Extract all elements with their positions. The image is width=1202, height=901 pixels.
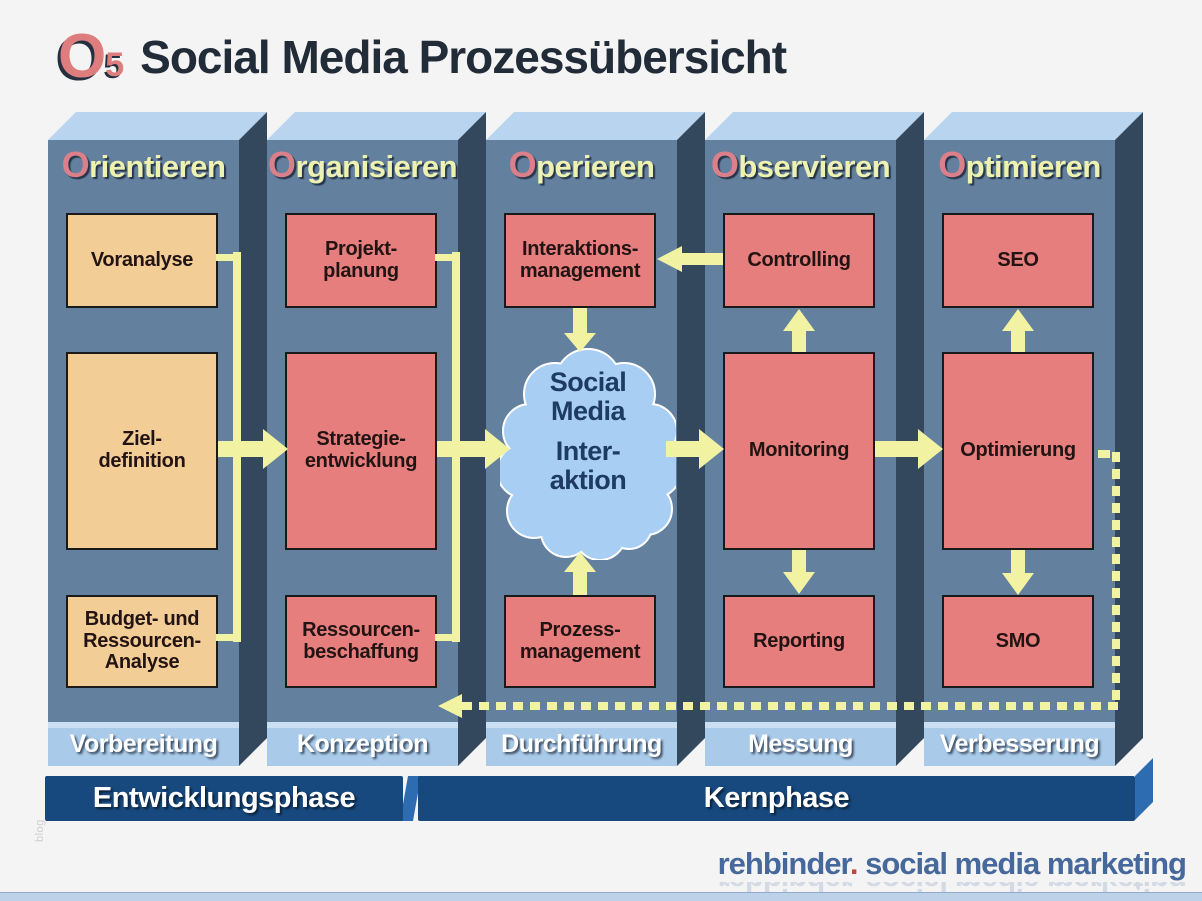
header-rest: perieren [536,149,655,184]
bar-kernphase: Kernphase [418,776,1135,821]
logo-o-icon: O [58,22,106,91]
arrow-monitoring-to-optimierung-shaft [875,441,919,457]
box-voranalyse: Voranalyse [66,213,218,308]
arrow-monitoring-to-controlling-shaft [792,330,806,352]
feedback-loop-stub [1098,450,1110,458]
box-strategieentwicklung: Strategie- entwicklung [285,352,437,550]
brand-dot: . [849,846,859,881]
column-header: Optimieren [924,144,1115,186]
cloud-icon [496,348,682,561]
kernphase-side-accent [1135,758,1153,820]
arrow-ziel-to-strategie-shaft [218,441,264,457]
column-front-face: Orientieren Voranalyse Ziel- definition … [48,140,239,766]
box-projektplanung: Projekt- planung [285,213,437,308]
column-optimieren: Optimieren SEO Optimierung SMO Verbesser… [924,112,1143,766]
box-interaktionsmanagement: Interaktions- management [504,213,656,308]
column-side-face [239,112,267,766]
column-observieren: Observieren Controlling Monitoring Repor… [705,112,924,766]
header-rest: bservieren [738,149,891,184]
box-optimierung: Optimierung [942,352,1094,550]
box-budget-ressourcen-analyse: Budget- und Ressourcen- Analyse [66,595,218,688]
box-prozessmanagement: Prozess- management [504,595,656,688]
phase-band-verbesserung: Verbesserung [924,722,1115,766]
phase-band-messung: Messung [705,722,896,766]
arrow-prozess-to-cloud-shaft [573,571,587,595]
logo-subscript: 5 [105,46,125,84]
box-seo: SEO [942,213,1094,308]
box-smo: SMO [942,595,1094,688]
box-zieldefinition: Ziel- definition [66,352,218,550]
arrow-optimierung-to-smo-shaft [1011,550,1025,574]
arrow-interaktion-to-cloud-shaft [573,308,587,334]
box-monitoring: Monitoring [723,352,875,550]
column-side-face [458,112,486,766]
cloud-line-inter: Inter- [555,436,621,466]
header-initial: O [267,144,296,185]
arrow-optimierung-to-seo-shaft [1011,330,1025,352]
column-front-face: Observieren Controlling Monitoring Repor… [705,140,896,766]
column-front-face: Optimieren SEO Optimierung SMO Verbesser… [924,140,1115,766]
header-rest: rganisieren [295,149,458,184]
column-organisieren: Organisieren Projekt- planung Strategie-… [267,112,486,766]
brand-logo: rehbinder. social media marketing [717,846,1187,882]
column-top-face [705,112,924,140]
social-media-cloud [496,346,682,561]
box-ressourcenbeschaffung: Ressourcen- beschaffung [285,595,437,688]
connector-projektplanung-stub [435,254,455,261]
brand-name: rehbinder [717,846,851,881]
cloud-line-social: Social [549,367,627,397]
column-top-face [486,112,705,140]
header-initial: O [938,144,966,185]
box-controlling: Controlling [723,213,875,308]
column-orientieren: Orientieren Voranalyse Ziel- definition … [48,112,267,766]
connector-budget-stub [216,634,236,641]
bottom-strip [0,892,1202,901]
phase-band-durchfuehrung: Durchführung [486,722,677,766]
brand-tagline: social media marketing [865,846,1187,881]
column-front-face: Organisieren Projekt- planung Strategie-… [267,140,458,766]
arrow-controlling-to-interaktion-shaft [681,253,723,265]
feedback-loop-vertical [1112,452,1120,706]
feedback-loop-horizontal [462,702,1120,710]
arrow-monitoring-to-reporting-shaft [792,550,806,573]
arrow-cloud-to-monitoring-shaft [666,441,700,457]
cloud-line-aktion: aktion [549,465,627,495]
column-top-face [267,112,486,140]
column-header: Orientieren [48,144,239,186]
phase-band-vorbereitung: Vorbereitung [48,722,239,766]
connector-ressourcen-stub [435,634,455,641]
bar-entwicklungsphase: Entwicklungsphase [45,776,403,821]
column-header: Organisieren [267,144,458,186]
title-text: Social Media Prozessübersicht [140,31,787,83]
column-header: Operieren [486,144,677,186]
column-top-face [48,112,267,140]
header-initial: O [61,144,90,185]
phase-band-konzeption: Konzeption [267,722,458,766]
column-top-face [924,112,1143,140]
header-initial: O [710,144,739,185]
box-reporting: Reporting [723,595,875,688]
connector-voranalyse-stub [216,254,236,261]
arrow-strategie-to-cloud-shaft [437,441,486,457]
header-rest: ptimieren [965,149,1102,184]
cloud-line-media: Media [550,396,626,426]
header-rest: rientieren [89,149,226,184]
column-header: Observieren [705,144,896,186]
watermark-blog: blog [34,819,46,842]
cloud-label: Social Media Inter- aktion [500,368,676,495]
header-initial: O [508,144,537,185]
